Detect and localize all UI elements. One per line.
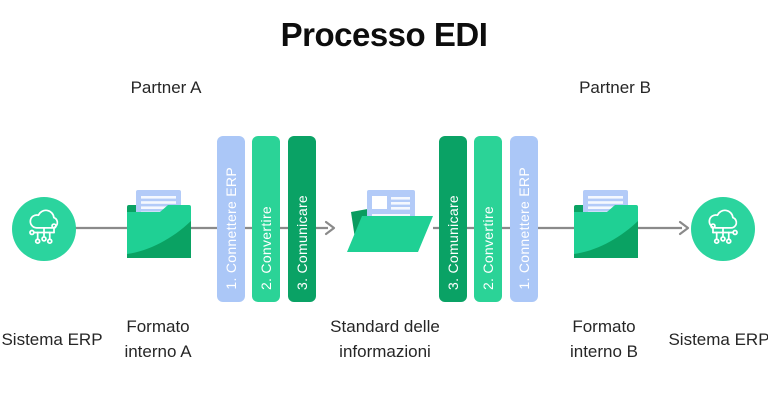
partner-b-label: Partner B: [579, 78, 651, 97]
label-sistema-erp-right: Sistema ERP: [668, 329, 768, 349]
step-label: 1. Connettere ERP: [223, 167, 239, 290]
step-label: 2. Convertire: [258, 205, 274, 290]
erp-system-right: [691, 197, 755, 261]
step-label: 3. Comunicare: [294, 195, 310, 290]
partner-a-label: Partner A: [130, 78, 202, 97]
erp-system-left: [12, 197, 76, 261]
cloud-network-icon: [708, 209, 738, 245]
label-sistema-erp-left: Sistema ERP: [1, 329, 103, 349]
step-convert-right: 2. Convertire: [474, 136, 502, 302]
label-standard-informazioni: Standard delle informazioni: [330, 317, 440, 361]
label-formato-interno-b: Formato interno B: [569, 317, 639, 361]
page-title: Processo EDI: [280, 16, 488, 53]
step-label: 3. Comunicare: [445, 195, 461, 290]
folder-document-icon: [574, 190, 638, 258]
step-communicate-right: 3. Comunicare: [439, 136, 467, 302]
folder-document-icon: [127, 190, 191, 258]
cloud-network-icon: [29, 209, 59, 245]
step-convert-left: 2. Convertire: [252, 136, 280, 302]
step-communicate-left: 3. Comunicare: [288, 136, 316, 302]
step-connect-erp-right: 1. Connettere ERP: [510, 136, 538, 302]
label-formato-interno-a: Formato interno A: [124, 317, 192, 361]
step-connect-erp-left: 1. Connettere ERP: [217, 136, 245, 302]
step-label: 1. Connettere ERP: [516, 167, 532, 290]
open-folder-document-icon: [347, 190, 433, 252]
step-label: 2. Convertire: [480, 205, 496, 290]
